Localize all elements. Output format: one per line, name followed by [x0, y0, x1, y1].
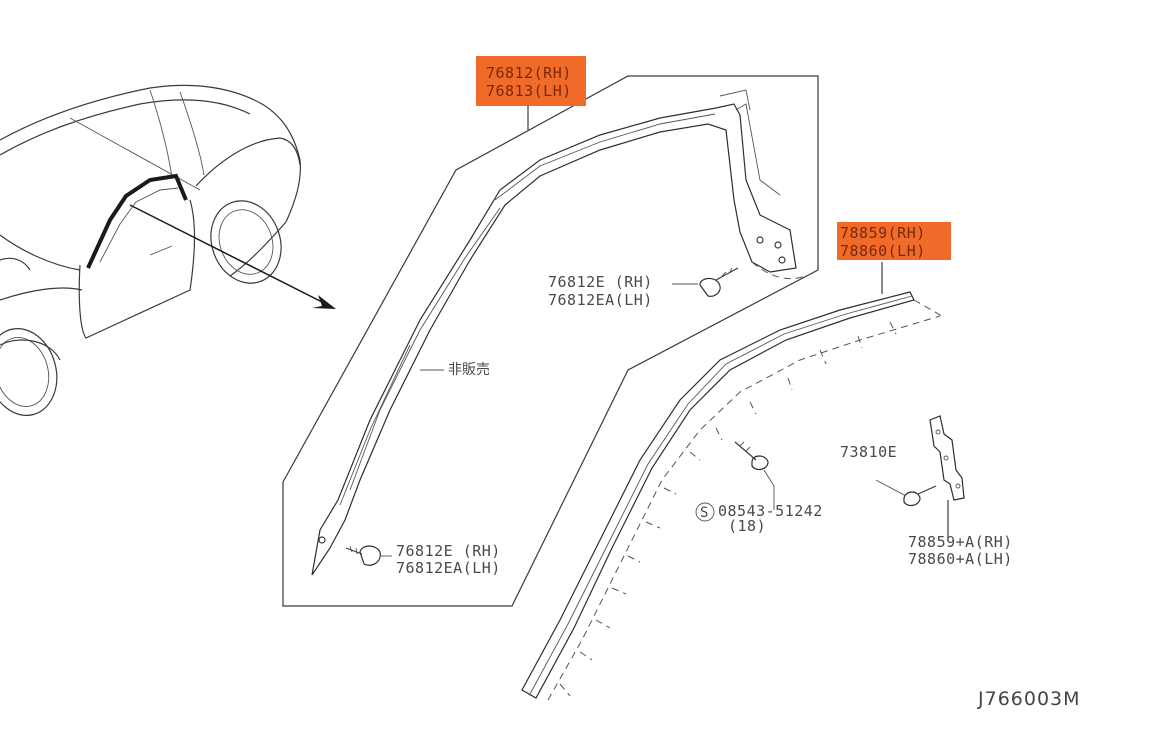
pillar-moulding: [311, 103, 797, 576]
clip-top: [672, 267, 739, 297]
moulding-part-lh: 76813(LH): [486, 82, 572, 100]
moulding-part-rh: 76812(RH): [486, 64, 572, 82]
diagram-code: J766003M: [977, 688, 1081, 710]
bracket-screw-part-number: 73810E: [840, 443, 897, 461]
clip-top-label-rh: 76812E (RH): [548, 273, 653, 291]
not-for-sale-label: 非販売: [448, 362, 490, 378]
screw-main: [734, 441, 775, 510]
highlight-moulding: [476, 56, 586, 106]
highlight-weatherstrip: [837, 222, 951, 260]
moulding-group: 76812(RH) 76813(LH) 76812E (RH) 76812EA(…: [282, 56, 819, 607]
clip-bottom-label-lh: 76812EA(LH): [396, 559, 501, 577]
clip-top-label-lh: 76812EA(LH): [548, 291, 653, 309]
bracket-screw: [875, 479, 937, 507]
clip-bottom-label-rh: 76812E (RH): [396, 542, 501, 560]
screw-quantity: (18): [728, 517, 766, 535]
weatherstrip-group: 78859(RH) 78860(LH) S 08543-51242 (18) 7…: [521, 222, 1013, 701]
car-illustration: [0, 84, 336, 417]
standard-part-symbol: [695, 502, 715, 522]
clip-bottom: [345, 545, 392, 566]
weatherstrip-part-rh: 78859(RH): [840, 224, 926, 242]
weatherstrip-part-lh: 78860(LH): [840, 242, 926, 260]
bracket-part-lh: 78860+A(LH): [908, 550, 1013, 568]
door-weatherstrip: [521, 291, 915, 699]
screw-part-number: 08543-51242: [718, 502, 823, 520]
bracket-part-rh: 78859+A(RH): [908, 533, 1013, 551]
bracket: [929, 415, 965, 538]
standard-part-prefix: S: [700, 505, 708, 521]
